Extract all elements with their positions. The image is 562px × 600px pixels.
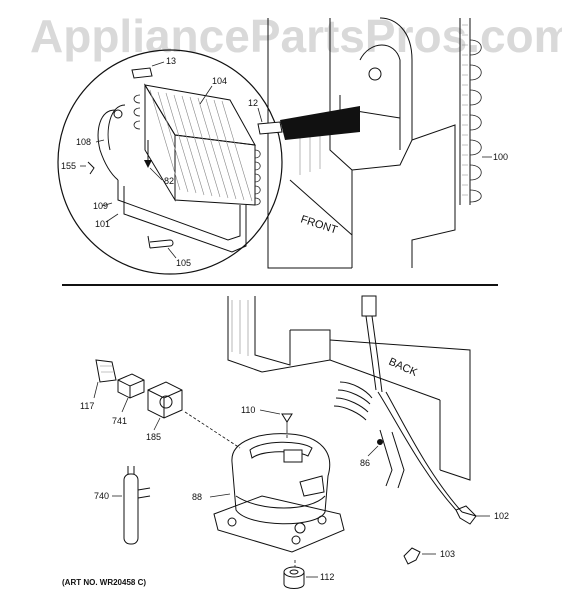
part-82-sensor [144,160,152,168]
callout-86: 86 [360,458,370,468]
part-117-bracket [95,359,117,383]
part-741-relay [117,373,145,399]
callout-88: 88 [192,492,202,502]
wire-harness [333,295,463,513]
callout-185: 185 [146,432,161,442]
callout-104: 104 [212,76,227,86]
part-13-shape [131,67,153,79]
callout-102: 102 [494,511,509,521]
cabinet-lower [227,296,471,481]
callout-100: 100 [493,152,508,162]
callout-109: 109 [93,201,108,211]
part-102-plug [455,505,477,525]
part-155-clip [87,161,95,175]
part-105-fitting [147,235,174,249]
part-740-capacitor [123,466,151,545]
part-108-wire [97,109,119,181]
callout-101: 101 [95,219,110,229]
art-number: (ART NO. WR20458 C) [62,578,146,587]
callout-82: 82 [164,176,174,186]
part-109-tube [117,180,241,241]
callout-117: 117 [80,401,94,411]
callout-108: 108 [76,137,91,147]
part-88-compressor [213,433,345,553]
part-112-grommet [283,566,305,589]
callout-112: 112 [320,572,334,582]
callout-110: 110 [241,405,255,415]
callout-13: 13 [166,56,176,66]
part-185-overload [147,381,183,419]
callout-741: 741 [112,416,127,426]
evaporator [133,83,261,206]
part-110-grommet [281,413,293,423]
front-label: FRONT [299,213,339,236]
zoom-pointer [280,106,360,140]
condenser-coil [459,18,482,205]
part-12-shape [257,121,283,135]
callout-103: 103 [440,549,455,559]
part-86-screw [377,439,383,445]
part-108-fitting [113,109,123,119]
part-101-tube [123,186,247,253]
detail-circle [57,49,283,275]
part-103-clip [403,547,421,565]
callout-155: 155 [61,161,76,171]
callout-12: 12 [248,98,258,108]
callout-740: 740 [94,491,109,501]
watermark-text: AppliancePartsPros.com [30,10,562,62]
callout-105: 105 [176,258,191,268]
back-label: BACK [387,356,420,379]
